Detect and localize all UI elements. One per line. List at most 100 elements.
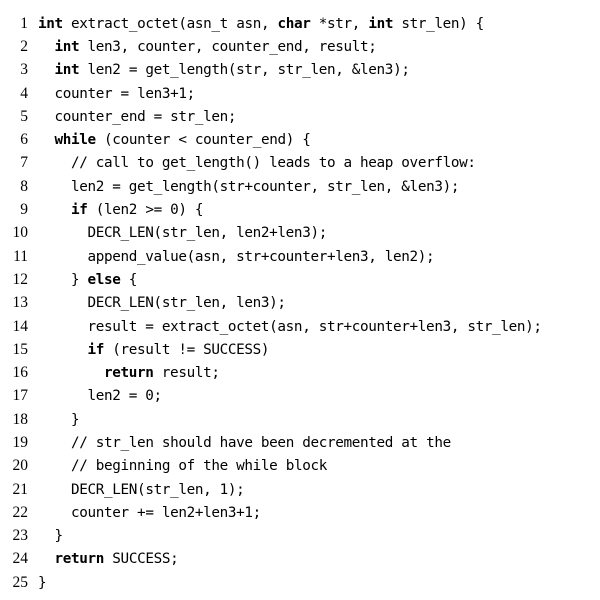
line-code: if (result != SUCCESS) <box>38 341 270 358</box>
line-code: } <box>38 528 64 545</box>
code-text: // call to get_length() leads to a heap … <box>71 155 476 172</box>
code-keyword: else <box>87 271 121 288</box>
code-text: result = extract_octet(asn, str+counter+… <box>87 318 543 335</box>
code-text: len2 = get_length(str, str_len, &len3); <box>79 62 410 79</box>
line-code: } <box>38 574 47 591</box>
line-number: 17 <box>12 387 29 405</box>
code-text: str_len) { <box>393 15 484 32</box>
line-code: } <box>38 411 80 428</box>
code-keyword: char <box>277 15 311 32</box>
code-text: DECR_LEN(str_len, len3); <box>87 295 287 312</box>
line-code: DECR_LEN(str_len, len2+len3); <box>38 225 328 242</box>
line-number: 21 <box>12 480 29 498</box>
code-keyword: return <box>54 551 105 568</box>
line-number: 22 <box>12 503 29 521</box>
code-line: 5 counter_end = str_len; <box>0 105 600 128</box>
code-line: 25} <box>0 571 600 594</box>
line-code: } else { <box>38 272 137 288</box>
code-line: 23} <box>0 525 600 548</box>
code-text: { <box>120 271 138 288</box>
code-line: 16 return result; <box>0 361 600 384</box>
code-keyword: int <box>54 62 80 79</box>
code-line: 8 len2 = get_length(str+counter, str_len,… <box>0 175 600 198</box>
code-line: 7 // call to get_length() leads to a heap… <box>0 152 600 175</box>
line-code: counter_end = str_len; <box>38 109 237 125</box>
code-line: 1 int extract_octet(asn_t asn, char *str,… <box>0 12 600 35</box>
line-code: append_value(asn, str+counter+len3, len2… <box>38 248 435 265</box>
line-code: len2 = get_length(str+counter, str_len, … <box>38 179 459 195</box>
line-code: while (counter < counter_end) { <box>38 132 311 148</box>
code-text: } <box>38 574 47 591</box>
code-text: counter += len2+len3+1; <box>71 504 261 521</box>
code-keyword: int <box>368 15 394 32</box>
code-text: append_value(asn, str+counter+len3, len2… <box>87 248 435 265</box>
line-number: 5 <box>20 107 28 125</box>
code-listing: 1 int extract_octet(asn_t asn, char *str,… <box>0 12 600 594</box>
code-text: // beginning of the while block <box>71 458 327 475</box>
code-keyword: while <box>54 132 97 149</box>
code-text: } <box>71 411 80 428</box>
code-text: result; <box>153 365 220 382</box>
line-code: if (len2 >= 0) { <box>38 202 203 218</box>
code-line: 6 while (counter < counter_end) { <box>0 128 600 151</box>
line-number: 13 <box>12 294 29 312</box>
code-text: len2 = get_length(str+counter, str_len, … <box>71 178 460 195</box>
line-number: 6 <box>20 131 28 149</box>
code-text: counter = len3+1; <box>54 85 196 102</box>
line-code: counter = len3+1; <box>38 85 196 102</box>
code-text: extract_octet(asn_t asn, <box>62 15 278 32</box>
code-text: len2 = 0; <box>87 388 163 405</box>
code-line: 19 // str_len should have been decremente… <box>0 431 600 454</box>
line-number: 7 <box>20 154 28 172</box>
code-text: *str, <box>310 15 369 32</box>
line-code: result = extract_octet(asn, str+counter+… <box>38 318 543 335</box>
code-line: 21 DECR_LEN(str_len, 1); <box>0 478 600 501</box>
code-line: 17 len2 = 0; <box>0 385 600 408</box>
line-number: 16 <box>12 364 29 382</box>
line-number: 1 <box>20 14 28 32</box>
code-keyword: int <box>38 15 63 32</box>
code-text: (counter < counter_end) { <box>95 132 311 149</box>
line-number: 20 <box>12 457 29 475</box>
code-keyword: return <box>104 365 154 382</box>
line-number: 25 <box>12 573 29 591</box>
line-code: return result; <box>38 365 220 381</box>
code-text: (result != SUCCESS) <box>104 341 270 358</box>
line-number: 10 <box>12 224 29 242</box>
code-line: 11 append_value(asn, str+counter+len3, le… <box>0 245 600 268</box>
line-number: 11 <box>13 247 28 265</box>
code-line: 10 DECR_LEN(str_len, len2+len3); <box>0 222 600 245</box>
code-line: 9 if (len2 >= 0) { <box>0 198 600 221</box>
code-line: 4 counter = len3+1; <box>0 82 600 105</box>
line-number: 8 <box>20 177 28 195</box>
line-code: len2 = 0; <box>38 388 163 405</box>
line-code: counter += len2+len3+1; <box>38 505 261 521</box>
line-code: DECR_LEN(str_len, len3); <box>38 295 287 312</box>
code-keyword: int <box>54 38 80 55</box>
line-code: // beginning of the while block <box>38 458 327 474</box>
code-text: len3, counter, counter_end, result; <box>79 38 377 55</box>
line-code: int len3, counter, counter_end, result; <box>38 39 377 55</box>
line-code: int extract_octet(asn_t asn, char *str, … <box>38 16 484 32</box>
code-line: 20 // beginning of the while block <box>0 455 600 478</box>
code-text: // str_len should have been decremented … <box>71 434 451 451</box>
code-line: 12} else { <box>0 268 600 291</box>
line-code: return SUCCESS; <box>38 551 179 568</box>
line-number: 18 <box>12 410 29 428</box>
code-text: } <box>54 528 64 545</box>
code-line: 18} <box>0 408 600 431</box>
line-number: 19 <box>12 433 29 451</box>
line-code: // call to get_length() leads to a heap … <box>38 155 476 171</box>
code-line: 22 counter += len2+len3+1; <box>0 501 600 524</box>
code-text: DECR_LEN(str_len, len2+len3); <box>87 225 328 242</box>
code-text: SUCCESS; <box>104 551 179 568</box>
line-number: 9 <box>20 201 28 219</box>
line-number: 4 <box>20 84 28 102</box>
code-text: DECR_LEN(str_len, 1); <box>71 481 245 498</box>
line-number: 23 <box>12 527 29 545</box>
